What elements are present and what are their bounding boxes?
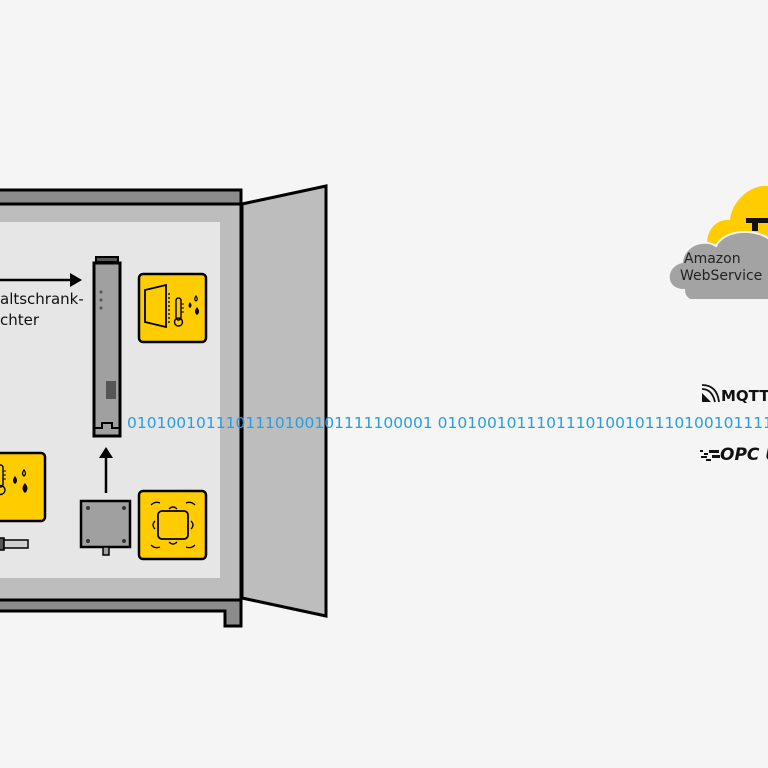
cloud-service-line2: WebService bbox=[680, 268, 763, 284]
sensor-probe bbox=[0, 537, 29, 551]
cabinet-base bbox=[0, 598, 243, 628]
gateway-device-icon bbox=[92, 256, 122, 438]
arrow-right-head bbox=[70, 273, 82, 287]
door-temperature-humidity-sensor-icon bbox=[137, 272, 208, 344]
cabinet-label-line1: altschrank- bbox=[0, 290, 84, 308]
cabinet-top-bar bbox=[0, 188, 243, 206]
opc-ua-icon bbox=[700, 450, 720, 461]
cloud-service-line1: Amazon bbox=[684, 251, 741, 267]
junction-box-icon bbox=[79, 499, 132, 556]
cabinet-label-line2: chter bbox=[0, 311, 40, 329]
arrow-up-head bbox=[99, 447, 113, 458]
opc-ua-label: OPC U bbox=[720, 445, 768, 465]
vibration-sensor-icon bbox=[137, 489, 208, 561]
cloud-icon bbox=[667, 185, 768, 301]
cabinet-door bbox=[240, 184, 328, 618]
mqtt-icon bbox=[701, 384, 720, 403]
mqtt-label: MQTT bbox=[721, 387, 768, 405]
binary-data-stream: 0101001011101110100101111100001 01010010… bbox=[127, 414, 768, 432]
temperature-humidity-sensor-icon bbox=[0, 451, 47, 523]
